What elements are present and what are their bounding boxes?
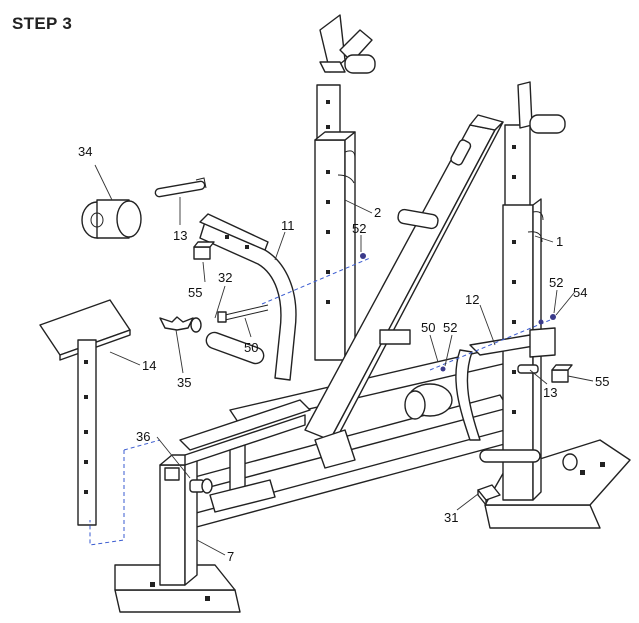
right-upright-1 xyxy=(502,81,566,501)
seat-rails xyxy=(179,399,311,513)
leg-developer-12 xyxy=(379,327,578,471)
label-part-13-top: 13 xyxy=(173,228,187,243)
pin-13-right xyxy=(517,364,539,374)
label-part-13-right: 13 xyxy=(543,385,557,400)
washer-32 xyxy=(190,317,202,333)
knob-55-right xyxy=(551,364,573,383)
end-cap-31 xyxy=(477,484,501,506)
label-part-1: 1 xyxy=(556,234,563,249)
bolt-50-left xyxy=(217,304,269,323)
label-part-35: 35 xyxy=(177,375,191,390)
label-part-12: 12 xyxy=(465,292,479,307)
front-upright-post xyxy=(159,454,198,586)
align-line-14 xyxy=(89,450,125,546)
label-part-54: 54 xyxy=(573,285,587,300)
step-title: STEP 3 xyxy=(12,14,73,33)
label-part-32: 32 xyxy=(218,270,232,285)
left-upright-2 xyxy=(314,14,376,361)
label-part-52-left: 52 xyxy=(352,221,366,236)
label-part-11: 11 xyxy=(281,218,295,233)
pin-13-top xyxy=(154,177,207,198)
label-part-50-left: 50 xyxy=(244,340,258,355)
label-part-14: 14 xyxy=(142,358,156,373)
label-part-50-right: 50 xyxy=(421,320,435,335)
knob-55-left xyxy=(193,241,215,260)
roller-pad-34 xyxy=(81,199,142,239)
label-part-34: 34 xyxy=(78,144,92,159)
align-line-36 xyxy=(123,439,161,451)
wing-nut-35 xyxy=(159,316,194,331)
align-line-11 xyxy=(261,257,371,305)
leader-lines xyxy=(94,164,594,556)
label-part-2: 2 xyxy=(374,205,381,220)
label-part-52-right: 52 xyxy=(549,275,563,290)
label-part-55-left: 55 xyxy=(188,285,202,300)
label-part-7: 7 xyxy=(227,549,234,564)
label-part-36: 36 xyxy=(136,429,150,444)
bushing-36 xyxy=(189,478,213,494)
align-line-12 xyxy=(429,317,556,371)
arm-11 xyxy=(199,213,297,381)
leg-post-14 xyxy=(39,299,131,526)
label-part-52-center: 52 xyxy=(443,320,457,335)
label-part-55-right: 55 xyxy=(595,374,609,389)
label-part-31: 31 xyxy=(444,510,458,525)
